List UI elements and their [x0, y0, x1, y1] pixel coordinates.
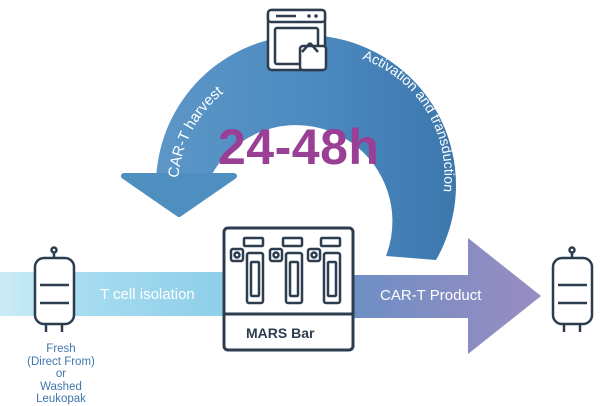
harvest-arrowhead — [121, 173, 237, 217]
source-line: Fresh — [46, 343, 76, 355]
device-label: MARS Bar — [246, 325, 315, 341]
isolation-label: T cell isolation — [100, 286, 195, 303]
incubator-icon — [266, 8, 328, 72]
blood-bag-icon — [33, 246, 76, 332]
source-line: Leukopak — [36, 393, 86, 405]
source-line: (Direct From) — [27, 355, 95, 368]
mars-bar-device-icon — [222, 226, 355, 352]
product-arrow — [350, 238, 541, 354]
source-caption: Fresh (Direct From) or Washed Leukopak — [14, 343, 108, 406]
source-line: Washed — [40, 380, 82, 393]
cycle-arc — [121, 35, 456, 261]
cycle-time-label: 24-48h — [218, 119, 380, 175]
product-label: CAR-T Product — [380, 287, 482, 304]
blood-bag-icon — [551, 246, 594, 332]
source-line: or — [55, 368, 67, 380]
